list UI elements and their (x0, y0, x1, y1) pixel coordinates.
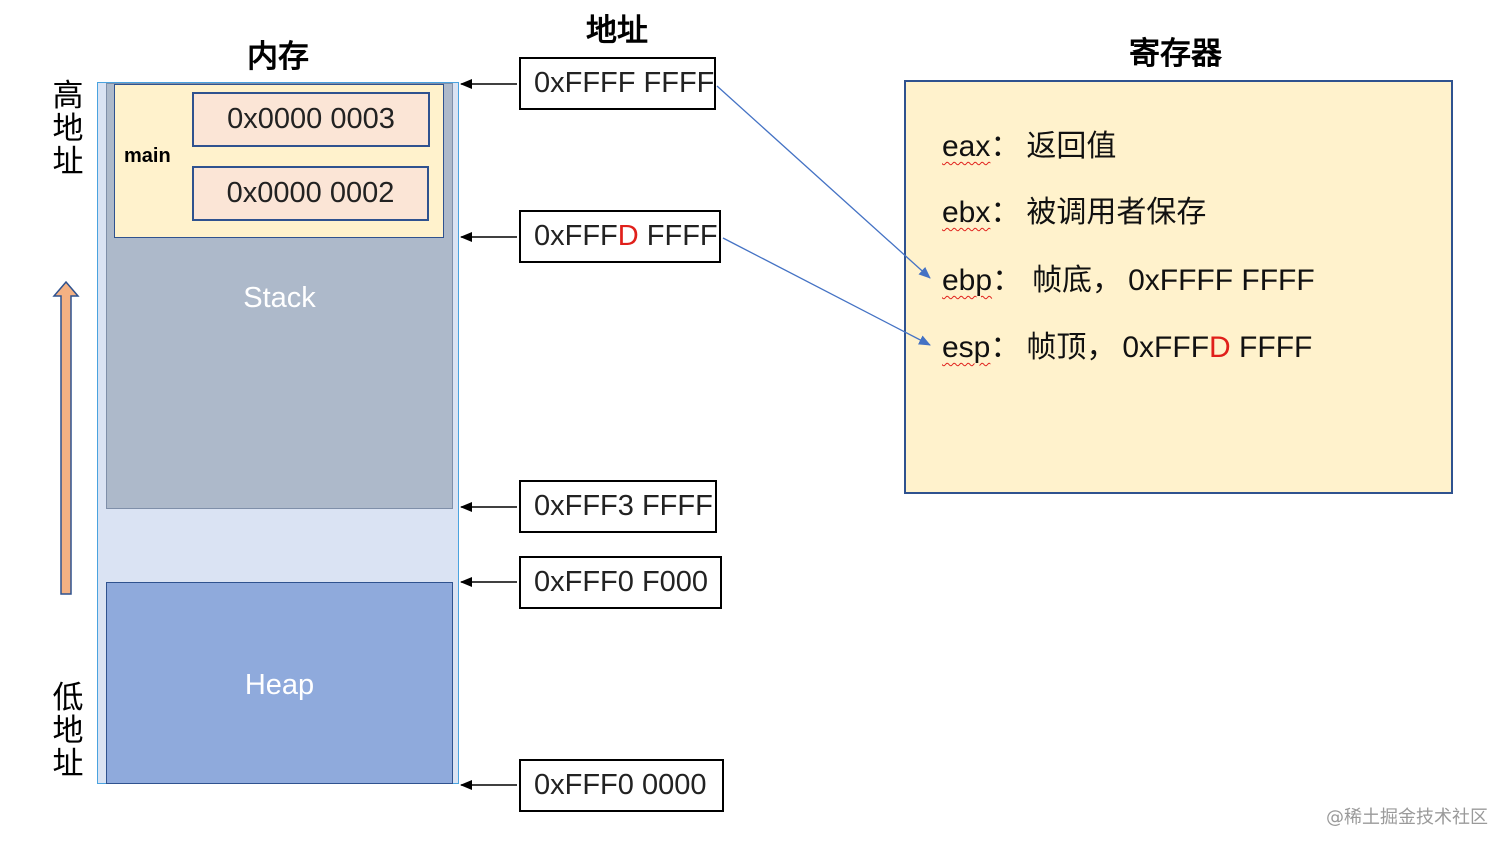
address-text: 0xFFF0 0000 (534, 769, 707, 801)
register-row-esp: esp：帧顶，0xFFFD FFFF (942, 333, 1312, 363)
registers-heading: 寄存器 (1129, 36, 1222, 72)
register-name: ebp (942, 264, 993, 297)
register-row-eax: eax：返回值 (942, 132, 1116, 162)
heap-region: Heap (106, 582, 453, 784)
esp-pointer-arrow (722, 237, 931, 346)
address-heading: 地址 (586, 13, 648, 49)
address-text: 0xFFF0 F000 (534, 566, 709, 598)
register-desc: 帧顶， (1026, 330, 1117, 365)
address-text: 0xFFF (534, 220, 618, 252)
stack-label: Stack (243, 282, 316, 314)
frame-value-2: 0x0000 0002 (192, 166, 429, 221)
register-address-highlight: D (1209, 331, 1231, 364)
address-box-3: 0xFFF3 FFFF (519, 480, 717, 533)
register-row-ebx: ebx：被调用者保存 (942, 198, 1206, 228)
register-sep: ： (990, 330, 1021, 365)
address-box-5: 0xFFF0 0000 (519, 759, 724, 812)
address-text: 0xFFFF FFFF (534, 67, 715, 99)
growth-up-arrow-icon (52, 280, 80, 595)
register-desc: 被调用者保存 (1026, 195, 1207, 230)
address-box-4: 0xFFF0 F000 (519, 556, 722, 609)
register-address: 0xFFFF FFFF (1128, 264, 1315, 297)
register-address: 0xFFF (1122, 331, 1210, 364)
address-text-suffix: FFFF (638, 220, 718, 252)
register-sep: ： (990, 129, 1021, 164)
register-address-suffix: FFFF (1230, 331, 1313, 364)
register-desc: 帧底， (1032, 263, 1123, 298)
register-name: esp (942, 331, 991, 364)
register-desc: 返回值 (1026, 129, 1117, 164)
memory-heading: 内存 (247, 39, 309, 75)
address-box-1: 0xFFFF FFFF (519, 57, 716, 110)
heap-label: Heap (244, 669, 315, 701)
watermark: @稀土掘金技术社区 (1326, 807, 1488, 828)
register-panel (904, 80, 1453, 494)
low-address-label: 低地址 (52, 680, 84, 782)
register-name: eax (942, 130, 991, 163)
frame-value-1: 0x0000 0003 (192, 92, 430, 147)
register-row-ebp: ebp： 帧底，0xFFFF FFFF (942, 266, 1315, 296)
ebp-pointer-arrow (716, 85, 931, 279)
register-sep: ： (990, 195, 1021, 230)
address-highlight: D (617, 220, 639, 252)
high-address-label: 高地址 (52, 78, 84, 180)
address-text: 0xFFF3 FFFF (534, 490, 713, 522)
main-frame-label: main (124, 145, 171, 167)
register-sep: ： (992, 263, 1023, 298)
register-name: ebx (942, 196, 991, 229)
